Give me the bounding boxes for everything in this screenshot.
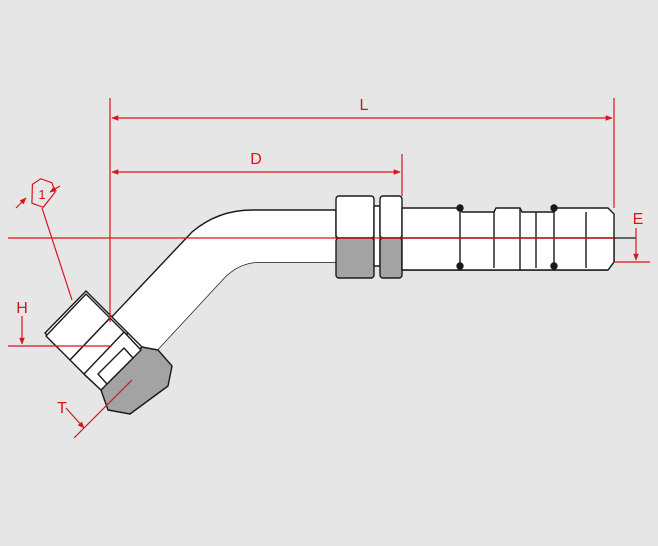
crimp-dot (550, 204, 558, 212)
label-D: D (250, 151, 262, 168)
label-H: H (16, 300, 28, 317)
label-T: T (57, 400, 67, 417)
elbow-shadow (116, 238, 336, 362)
hex-callout-tick (15, 197, 27, 209)
collar-rings (335, 195, 403, 279)
hex-callout-icon (31, 178, 56, 208)
hex-callout-tick (49, 185, 61, 193)
nut-shadow (100, 346, 173, 415)
hex-nut (44, 290, 173, 415)
dimensions (8, 98, 650, 439)
label-E: E (633, 211, 644, 228)
crimp-dot (550, 262, 558, 270)
crimp-dot (456, 262, 464, 270)
crimp-dot (456, 204, 464, 212)
dimension-arrow-T (65, 407, 85, 429)
label-L: L (360, 97, 369, 114)
hex-callout-leader (41, 207, 73, 301)
hex-callout-number: 1 (38, 187, 45, 202)
fitting-body (44, 195, 615, 415)
hose-tail (401, 204, 615, 271)
